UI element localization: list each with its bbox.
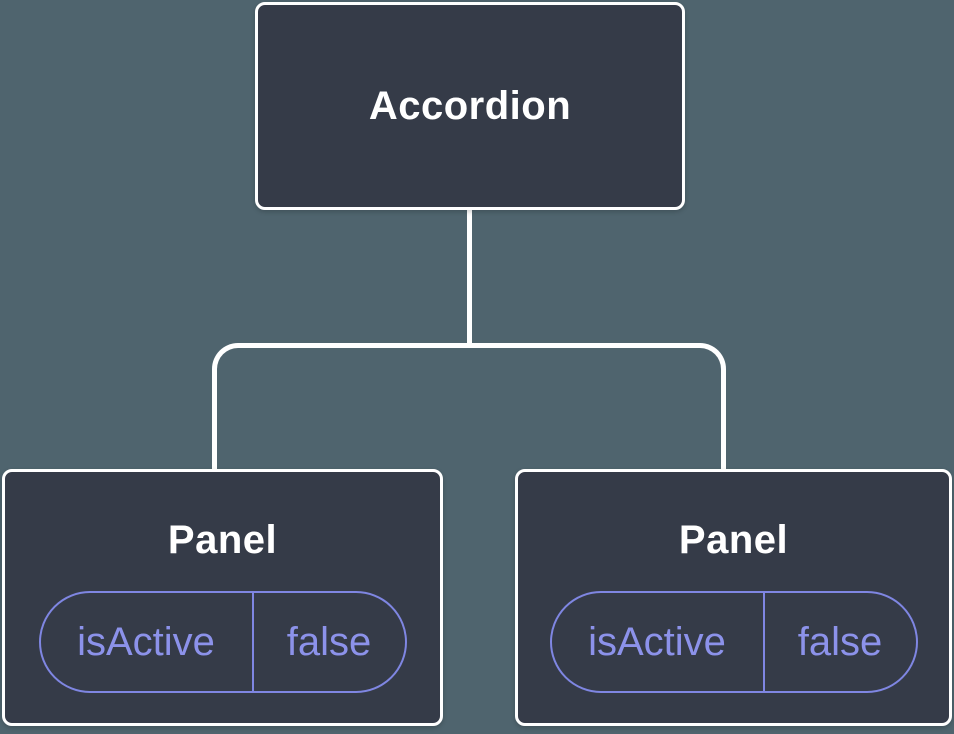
state-name: isActive [552, 593, 765, 691]
panel-node-label: Panel [678, 517, 789, 562]
panel-node-left: Panel isActive false [2, 469, 443, 726]
panel-node-label: Panel [167, 517, 278, 562]
state-value: false [797, 619, 883, 664]
panel-node-right: Panel isActive false [515, 469, 952, 726]
root-node-accordion: Accordion [255, 2, 685, 210]
state-pill: isActive false [549, 591, 918, 693]
state-pill: isActive false [38, 591, 407, 693]
connector-branch-bracket [212, 343, 726, 470]
state-name: isActive [41, 593, 254, 691]
root-node-label: Accordion [368, 83, 572, 128]
connector-root-stem [467, 205, 472, 346]
state-value: false [286, 619, 372, 664]
